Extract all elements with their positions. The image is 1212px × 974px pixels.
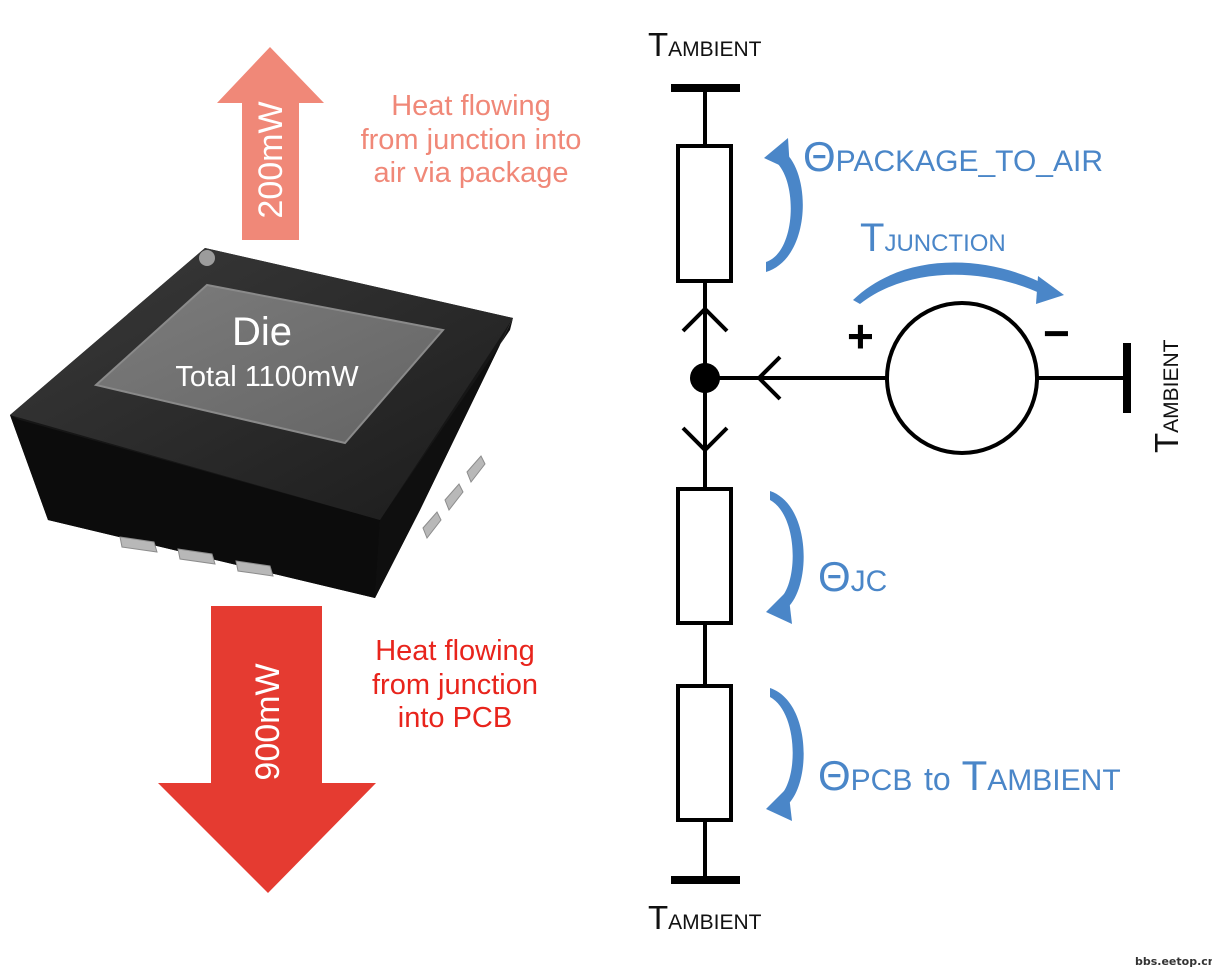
heat-up-caption-line: Heat flowing [391, 90, 551, 122]
arrowhead-up [681, 306, 729, 333]
theta-symbol: Θ [803, 133, 836, 180]
t-prefix: T [648, 26, 669, 63]
t-junction-label: TJUNCTION [860, 218, 1006, 258]
circuit [671, 84, 1131, 884]
die-power-label: Total 1100mW [175, 361, 359, 393]
die [93, 283, 445, 445]
ambient-subscript: AMBIENT [668, 38, 762, 61]
package-to-air-subscript: PACKAGE_TO_AIR [835, 145, 1103, 178]
arrowhead-left [756, 355, 782, 401]
die-label: Die [231, 310, 293, 354]
junction-source [885, 301, 1039, 455]
heat-down-value: 900mW [249, 663, 287, 781]
resistor-package-to-air [676, 144, 733, 283]
minus-sign: − [1043, 307, 1070, 359]
heat-up-caption: Heat flowing from junction into air via … [318, 90, 624, 191]
t-prefix: T [961, 752, 988, 799]
ambient-top-label: TAMBIENT [648, 28, 762, 61]
to-word: to [924, 761, 951, 797]
heat-down-caption: Heat flowing from junction into PCB [336, 635, 574, 736]
t-prefix: T [860, 216, 885, 260]
theta-package-to-air-label: ΘPACKAGE_TO_AIR [803, 136, 1103, 178]
watermark: bbs.eetop.cn [1135, 955, 1212, 968]
t-prefix: T [1148, 432, 1185, 453]
heat-down-arrow [158, 606, 376, 893]
heat-up-caption-line: air via package [373, 157, 569, 190]
theta-pcb-label: ΘPCB to TAMBIENT [818, 755, 1121, 797]
theta-jc-label: ΘJC [818, 556, 887, 598]
ambient-subscript: AMBIENT [668, 911, 762, 934]
resistor-pcb [676, 684, 733, 822]
ambient-bottom-label: TAMBIENT [648, 901, 762, 934]
heat-up-caption-line: from junction into [360, 123, 582, 156]
junction-node [690, 363, 720, 393]
ambient-right-label: TAMBIENT [1148, 303, 1186, 453]
curved-arrows [764, 138, 1064, 821]
ambient-subscript: AMBIENT [1160, 339, 1183, 433]
pcb-subscript: PCB [850, 764, 913, 797]
heat-up-value: 200mW [252, 101, 290, 219]
plus-sign: + [847, 310, 874, 362]
t-prefix: T [648, 899, 669, 936]
heat-down-caption-line: Heat flowing [375, 635, 535, 667]
junction-subscript: JUNCTION [884, 230, 1006, 257]
jc-subscript: JC [850, 565, 888, 598]
heat-down-caption-line: into PCB [397, 702, 513, 735]
heat-down-caption-line: from junction [371, 668, 538, 701]
pin1-marker [199, 250, 215, 266]
theta-symbol: Θ [818, 553, 851, 600]
ambient-subscript: AMBIENT [987, 764, 1121, 797]
theta-symbol: Θ [818, 752, 851, 799]
package-pads [119, 455, 486, 577]
arrowhead-down [681, 426, 729, 453]
heat-up-arrow [217, 47, 324, 240]
resistor-jc [676, 487, 733, 625]
